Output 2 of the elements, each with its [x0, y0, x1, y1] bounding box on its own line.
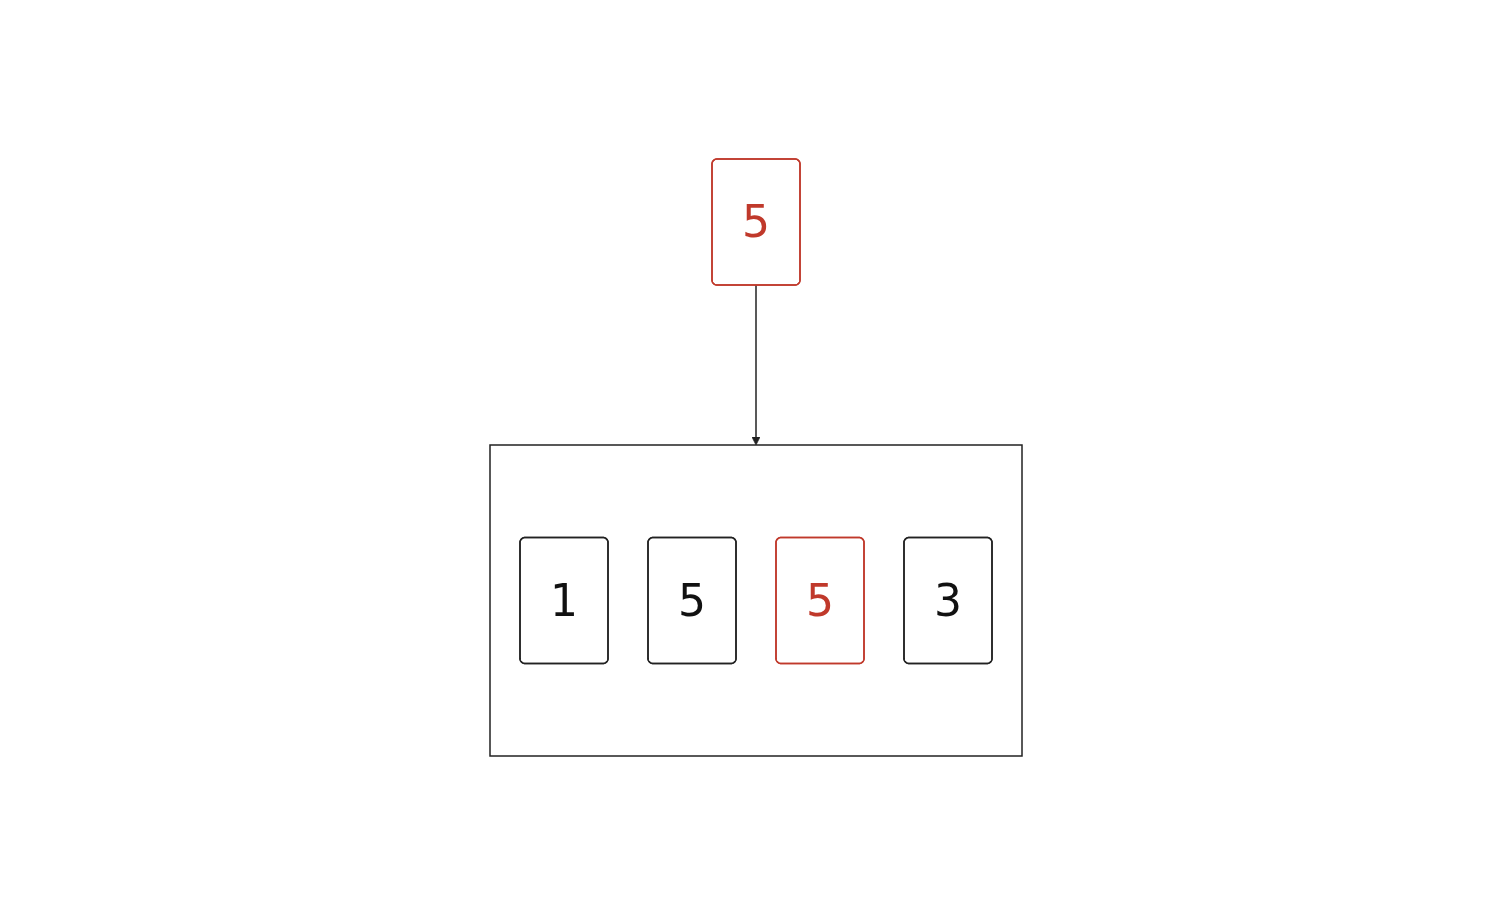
arrow: [751, 284, 761, 446]
cluster: [489, 444, 1023, 757]
